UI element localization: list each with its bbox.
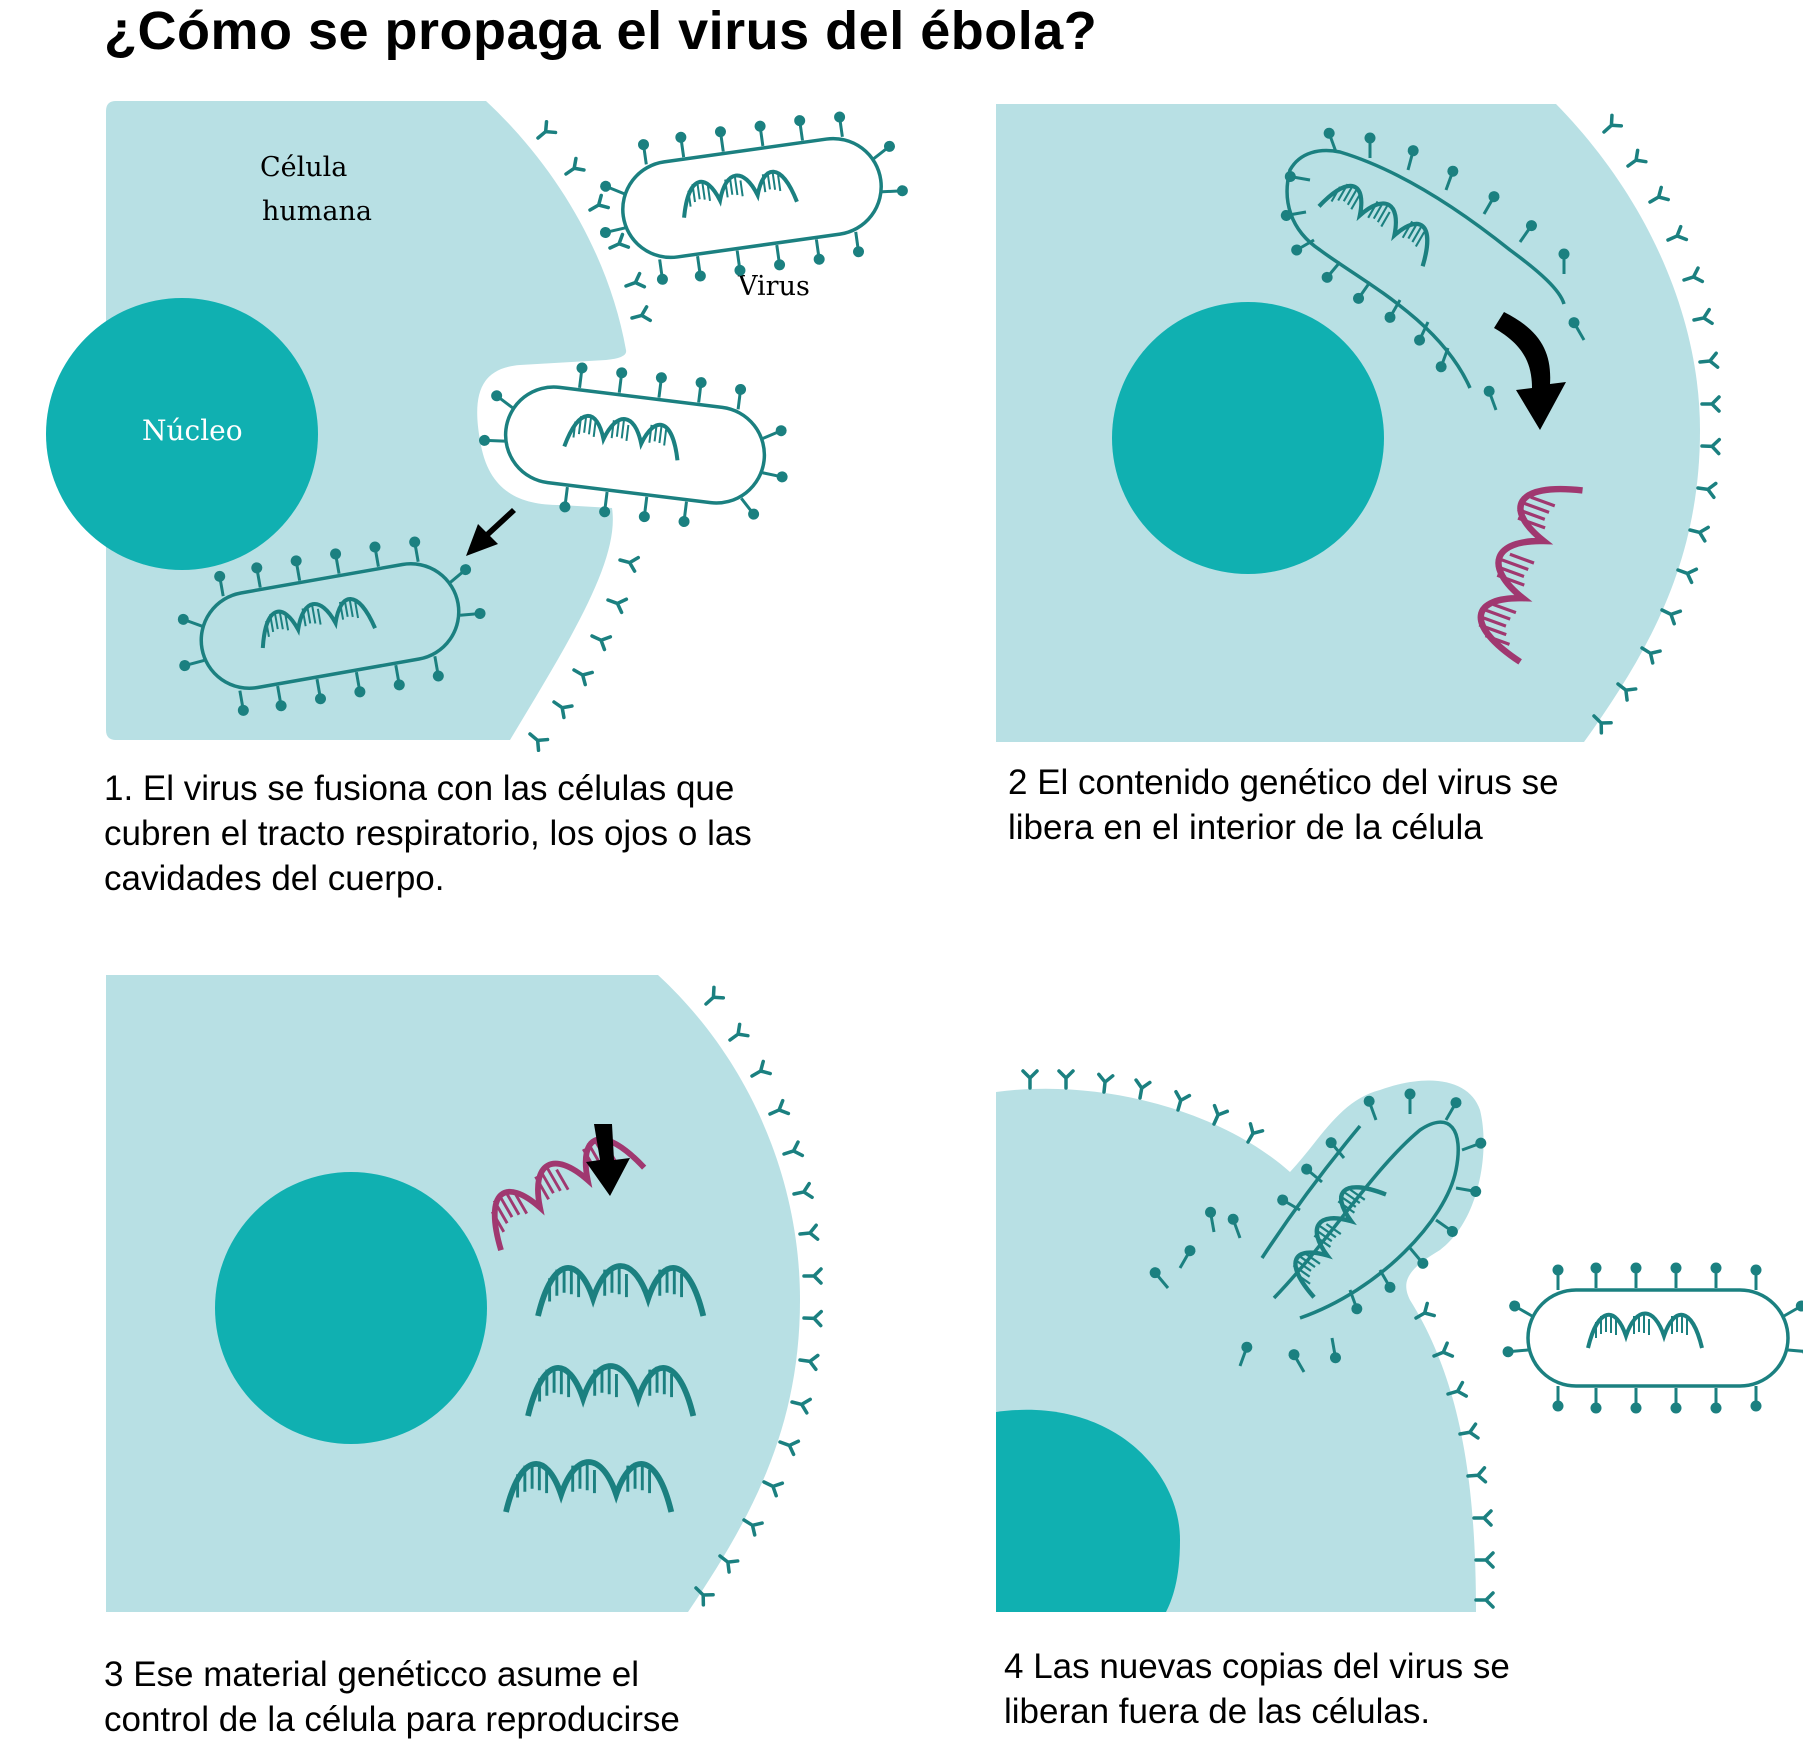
panel-3 [106, 975, 823, 1612]
cell-label-1: Célula [260, 152, 347, 183]
panel-2 [996, 104, 1721, 742]
page-title: ¿Cómo se propaga el virus del ébola? [104, 1, 1098, 61]
nucleus [996, 1409, 1180, 1612]
release-arrow [1494, 312, 1566, 430]
virus-free [596, 109, 910, 287]
caption-line: 4 Las nuevas copias del virus se [1004, 1647, 1510, 1686]
caption-line: 2 El contenido genético del virus se [1008, 763, 1559, 802]
step-1-caption: 1. El virus se fusiona con las células q… [104, 766, 752, 901]
step-3-caption: 3 Ese material genéticco asume el contro… [104, 1652, 680, 1742]
nucleus [46, 298, 318, 570]
step-2-caption: 2 El contenido genético del virus se lib… [1008, 760, 1559, 850]
caption-line: 1. El virus se fusiona con las células q… [104, 769, 735, 808]
virus-internal [174, 534, 488, 719]
human-cell [106, 101, 627, 740]
entry-arrow [466, 508, 516, 556]
nucleus-label: Núcleo [142, 414, 243, 447]
virus-released [1500, 1261, 1803, 1415]
replication-arrow [586, 1124, 630, 1196]
caption-line: libera en el interior de la célula [1008, 808, 1483, 847]
panel-1: Célula humana Virus Núcleo [46, 101, 910, 753]
cell-label-2: humana [262, 196, 372, 227]
virus-opened [1278, 124, 1591, 414]
virus-fusing [477, 360, 791, 530]
virus-label: Virus [737, 271, 810, 302]
caption-line: control de la célula para reproducirse [104, 1700, 680, 1739]
virus-budding [1145, 1087, 1490, 1377]
caption-line: liberan fuera de las células. [1004, 1692, 1431, 1731]
step-4-caption: 4 Las nuevas copias del virus se liberan… [1004, 1644, 1510, 1734]
caption-line: cavidades del cuerpo. [104, 859, 445, 898]
panel-4 [996, 1069, 1803, 1612]
nucleus [1112, 302, 1384, 574]
caption-line: 3 Ese material genéticco asume el [104, 1655, 639, 1694]
nucleus [215, 1172, 487, 1444]
caption-line: cubren el tracto respiratorio, los ojos … [104, 814, 752, 853]
